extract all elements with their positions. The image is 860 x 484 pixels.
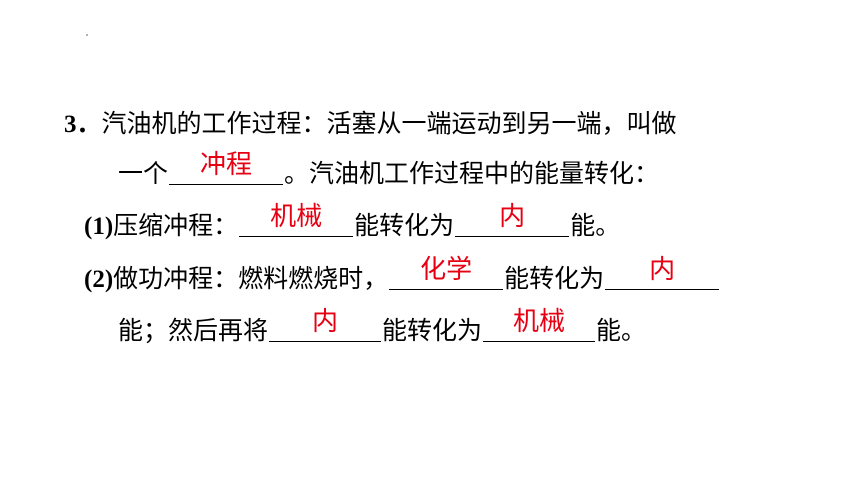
question-line-2: 一个 冲程 。汽油机工作过程中的能量转化： [118, 150, 660, 190]
part-2-label: (2) [84, 266, 114, 293]
answer-part-2-d: 机械 [513, 307, 566, 337]
question-intro-prefix: 一个 [118, 159, 169, 188]
part-1-text-a: 压缩冲程： [113, 211, 239, 240]
answer-part-1-b: 内 [499, 202, 526, 232]
blank-part-2-d: 机械 [483, 307, 596, 342]
question-intro-text: 汽油机的工作过程：活塞从一端运动到另一端，叫做 [101, 109, 677, 138]
answer-stroke: 冲程 [200, 150, 253, 180]
blank-part-2-c: 内 [269, 307, 382, 342]
part-1-label: (1) [84, 213, 114, 240]
slide-dot-marker [86, 34, 88, 36]
answer-part-1-a: 机械 [270, 202, 323, 232]
question-line-1: 3．汽油机的工作过程：活塞从一端运动到另一端，叫做 [64, 106, 677, 142]
part-2-text-b: 能转化为 [504, 264, 605, 293]
blank-part-1-b: 内 [455, 202, 570, 237]
blank-part-2-a: 化学 [389, 255, 504, 290]
blank-stroke: 冲程 [169, 150, 284, 185]
part-2-text-d: 能转化为 [382, 316, 483, 345]
answer-part-2-b: 内 [649, 255, 676, 285]
answer-part-2-a: 化学 [420, 255, 473, 285]
part-2-text-e: 能。 [596, 316, 647, 345]
question-number: 3． [64, 111, 102, 138]
part-1-text-c: 能。 [570, 211, 621, 240]
question-intro-suffix: 。汽油机工作过程中的能量转化： [284, 159, 660, 188]
blank-part-2-b: 内 [605, 255, 720, 290]
answer-part-2-c: 内 [312, 307, 339, 337]
part-1-text-b: 能转化为 [354, 211, 455, 240]
part-2-line-1: (2)做功冲程：燃料燃烧时， 化学 能转化为 内 [84, 255, 720, 295]
blank-part-1-a: 机械 [239, 202, 354, 237]
part-1-line: (1)压缩冲程： 机械 能转化为 内 能。 [84, 202, 621, 242]
part-2-line-2: 能；然后再将 内 能转化为 机械 能。 [118, 307, 647, 347]
part-2-text-a: 做功冲程：燃料燃烧时， [113, 264, 389, 293]
part-2-text-c: 能；然后再将 [118, 316, 269, 345]
